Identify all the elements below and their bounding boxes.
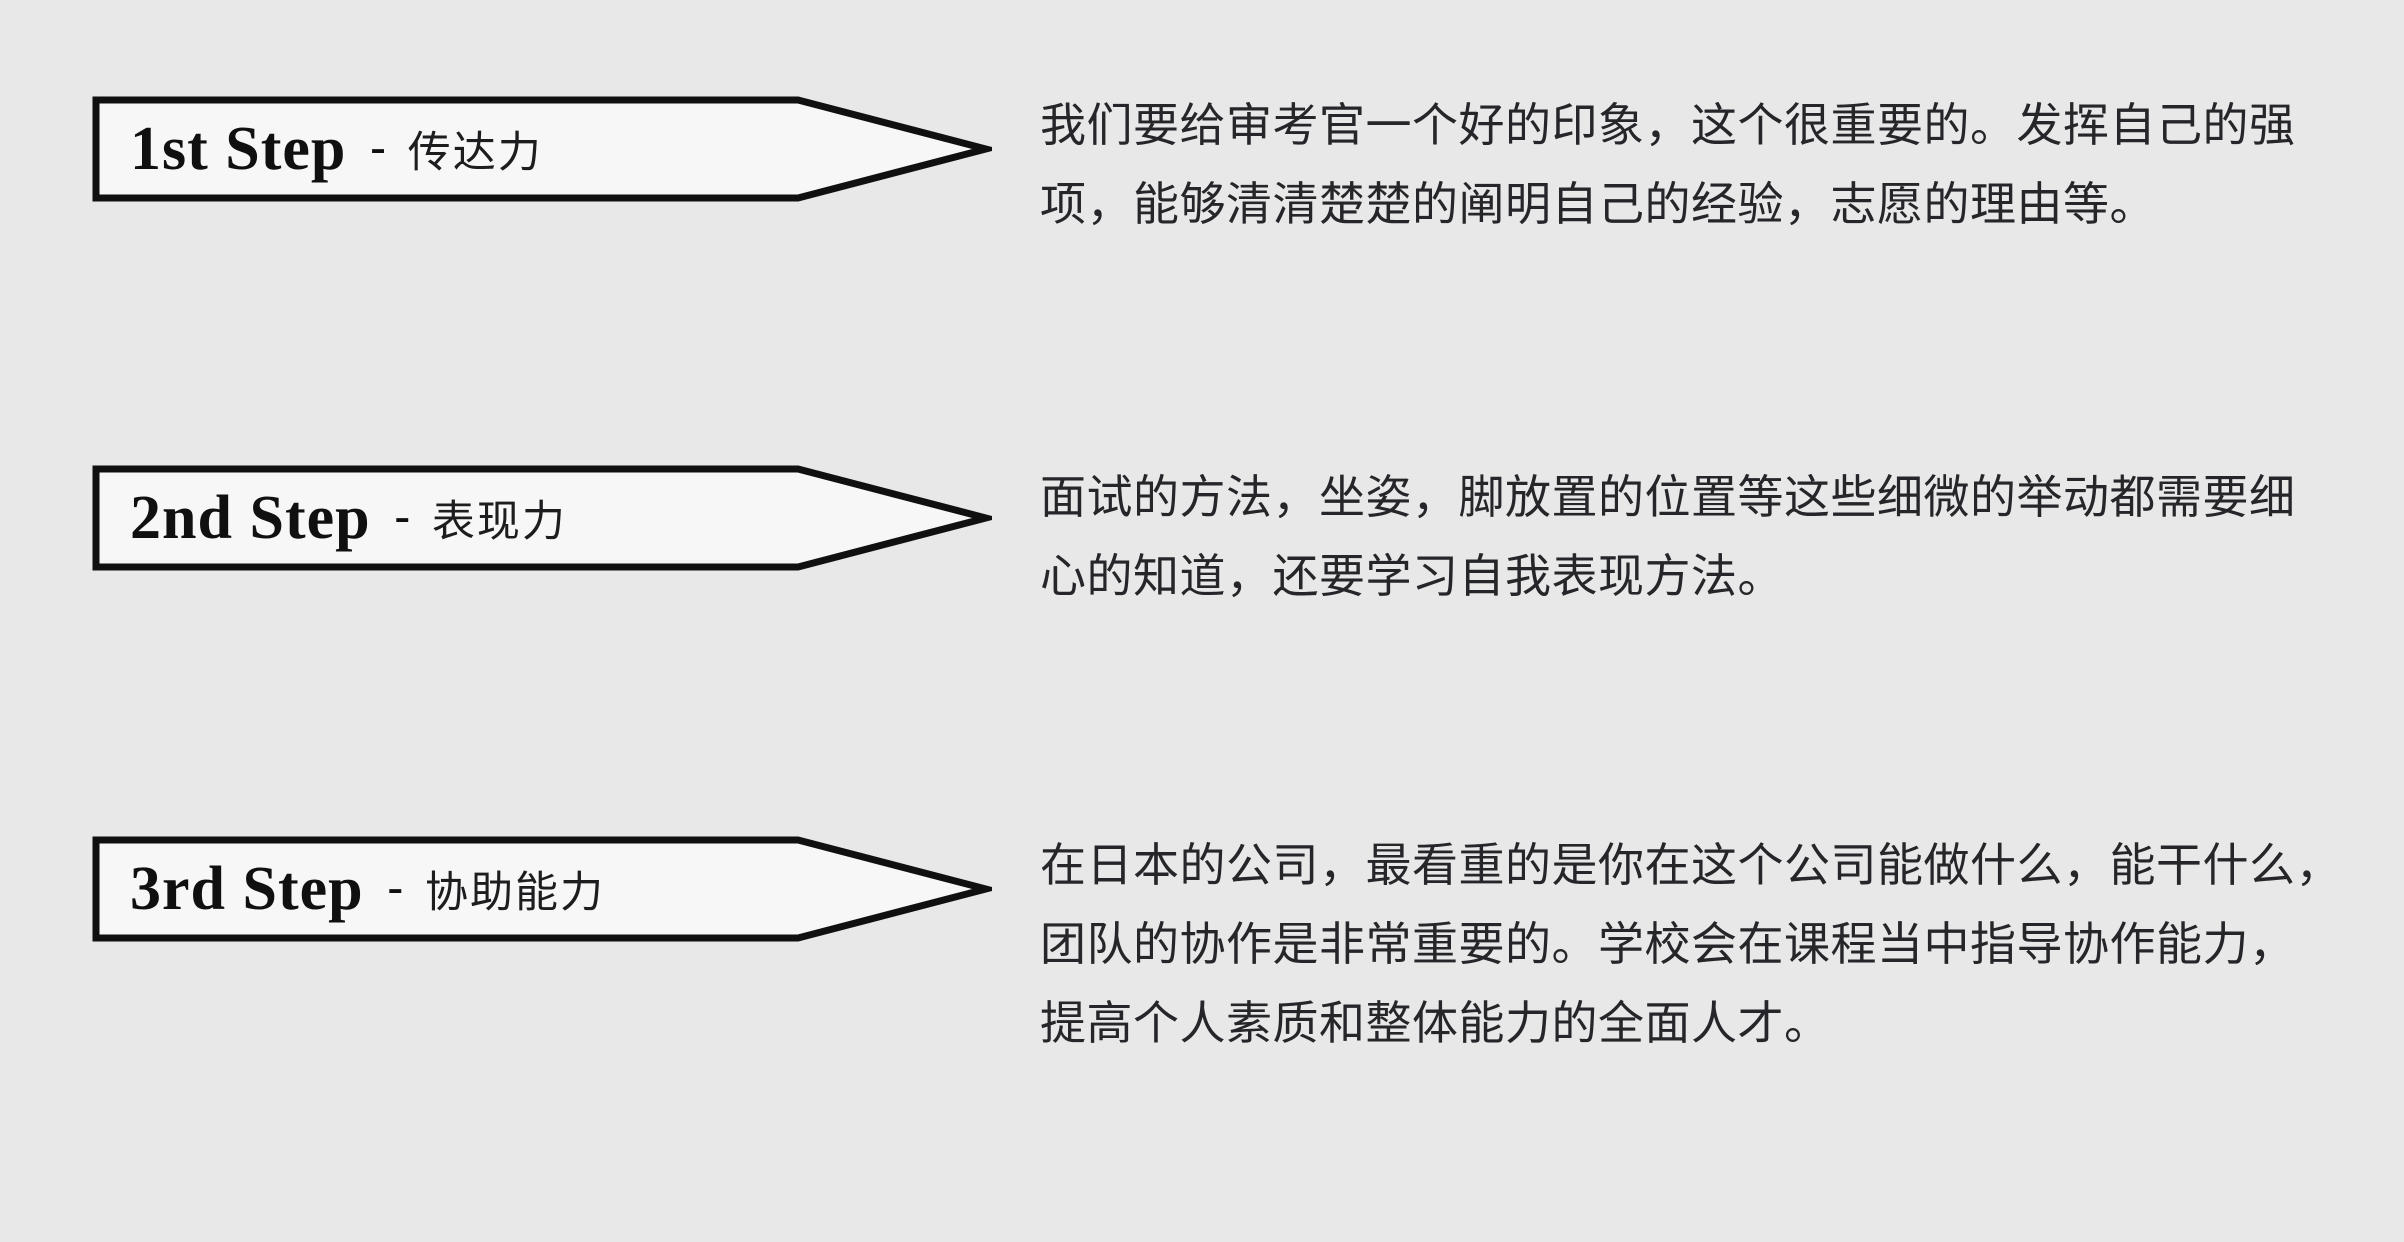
step-3-label-en: 3rd Step xyxy=(130,854,364,923)
step-3-banner: 3rd Step - 协助能力 xyxy=(92,836,992,942)
arrow-banner-shape xyxy=(92,836,992,942)
description-line: 项，能够清清楚楚的阐明自己的经验，志愿的理由等。 xyxy=(1040,178,2156,230)
description-line: 团队的协作是非常重要的。学校会在课程当中指导协作能力， xyxy=(1040,918,2296,970)
step-1-separator: - xyxy=(370,120,386,172)
step-2-banner: 2nd Step - 表现力 xyxy=(92,465,992,571)
step-2-label-zh: 表现力 xyxy=(431,498,567,546)
description-line: 在日本的公司，最看重的是你在这个公司能做什么，能干什么， xyxy=(1040,839,2342,891)
arrow-banner-shape xyxy=(92,465,992,571)
step-2-label-en: 2nd Step xyxy=(130,483,371,552)
step-1-description: 我们要给审考官一个好的印象，这个很重要的。发挥自己的强 项，能够清清楚楚的阐明自… xyxy=(1040,86,2330,244)
step-1-label-en: 1st Step xyxy=(130,114,347,183)
description-line: 面试的方法，坐姿，脚放置的位置等这些细微的举动都需要细 xyxy=(1040,471,2296,523)
description-line: 提高个人素质和整体能力的全面人才。 xyxy=(1040,997,1831,1049)
step-1-banner-text: 1st Step - 传达力 xyxy=(92,96,802,202)
step-2-description: 面试的方法，坐姿，脚放置的位置等这些细微的举动都需要细 心的知道，还要学习自我表… xyxy=(1040,458,2330,616)
step-2-banner-text: 2nd Step - 表现力 xyxy=(92,465,802,571)
arrow-banner-shape xyxy=(92,96,992,202)
step-1-banner: 1st Step - 传达力 xyxy=(92,96,992,202)
description-line: 我们要给审考官一个好的印象，这个很重要的。发挥自己的强 xyxy=(1040,99,2296,151)
step-3-description: 在日本的公司，最看重的是你在这个公司能做什么，能干什么， 团队的协作是非常重要的… xyxy=(1040,826,2342,1063)
description-line: 心的知道，还要学习自我表现方法。 xyxy=(1040,550,1784,602)
step-2-separator: - xyxy=(394,489,410,541)
step-3-banner-text: 3rd Step - 协助能力 xyxy=(92,836,802,942)
step-1-label-zh: 传达力 xyxy=(407,129,543,177)
step-3-label-zh: 协助能力 xyxy=(424,869,605,917)
step-3-separator: - xyxy=(387,860,403,912)
